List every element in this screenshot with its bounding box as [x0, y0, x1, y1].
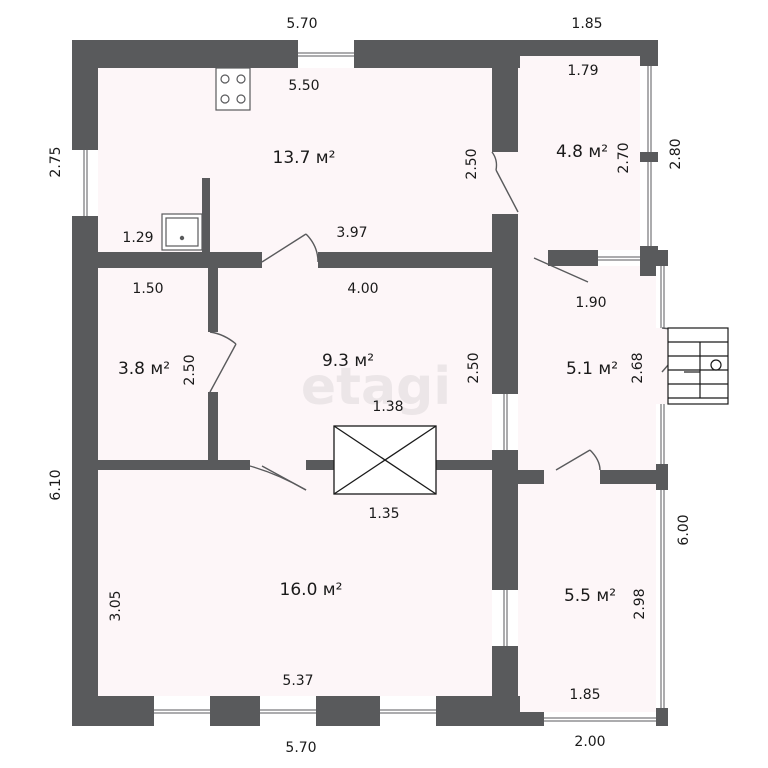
dim-closet-top: 1.50 [132, 281, 163, 297]
room-area-living-room: 16.0 м² [280, 580, 343, 600]
dim-ne-room-inner: 2.70 [616, 142, 632, 173]
stove-icon [215, 67, 251, 111]
dim-kitchen-bottom: 3.97 [336, 225, 367, 241]
dim-living-bottom: 5.37 [282, 673, 313, 689]
room-fills [98, 56, 656, 712]
dim-hall-right: 2.50 [466, 352, 482, 383]
dim-entrance-right: 2.68 [630, 352, 646, 383]
room-area-closet: 3.8 м² [118, 359, 170, 379]
windows [72, 40, 668, 726]
dim-living-left: 3.05 [108, 590, 124, 621]
dim-se-room-right: 2.98 [632, 588, 648, 619]
window-glazing [83, 52, 665, 722]
dim-kitchen-left-outer: 2.75 [48, 146, 64, 177]
dim-stove-opening-bottom: 1.35 [368, 506, 399, 522]
dim-stove-opening-top: 1.38 [372, 399, 403, 415]
stairs-icon [667, 327, 729, 405]
room-labels: 13.7 м² 4.8 м² 3.8 м² 9.3 м² 5.1 м² 16.0… [118, 142, 618, 606]
dim-bottom-left-outer: 5.70 [285, 740, 316, 756]
dim-top-right-outer: 1.85 [571, 16, 602, 32]
room-area-entrance: 5.1 м² [566, 359, 618, 379]
watermark: etagi [301, 357, 451, 417]
sink-icon [161, 213, 203, 251]
dim-right-outer: 6.00 [676, 514, 692, 545]
dim-se-room-bottom: 1.85 [569, 687, 600, 703]
dim-kitchen-right: 2.50 [464, 148, 480, 179]
cross-box-icon [333, 425, 437, 495]
dim-entrance-top: 1.90 [575, 295, 606, 311]
room-area-kitchen: 13.7 м² [273, 148, 336, 168]
dim-ne-room-outer: 2.80 [668, 138, 684, 169]
dim-bottom-right-outer: 2.00 [574, 734, 605, 750]
dim-closet-side: 2.50 [182, 354, 198, 385]
room-area-room-se: 5.5 м² [564, 586, 616, 606]
dim-hall-top: 4.00 [347, 281, 378, 297]
dim-sink-wall: 1.29 [122, 230, 153, 246]
dim-top-left-outer: 5.70 [286, 16, 317, 32]
dimension-labels: 5.70 1.85 5.50 1.79 2.75 2.50 2.70 2.80 … [48, 16, 692, 756]
dim-ne-room-top: 1.79 [567, 63, 598, 79]
room-area-hall: 9.3 м² [322, 351, 374, 371]
dim-left-outer: 6.10 [48, 469, 64, 500]
dim-kitchen-top: 5.50 [288, 78, 319, 94]
room-area-small-room-ne: 4.8 м² [556, 142, 608, 162]
